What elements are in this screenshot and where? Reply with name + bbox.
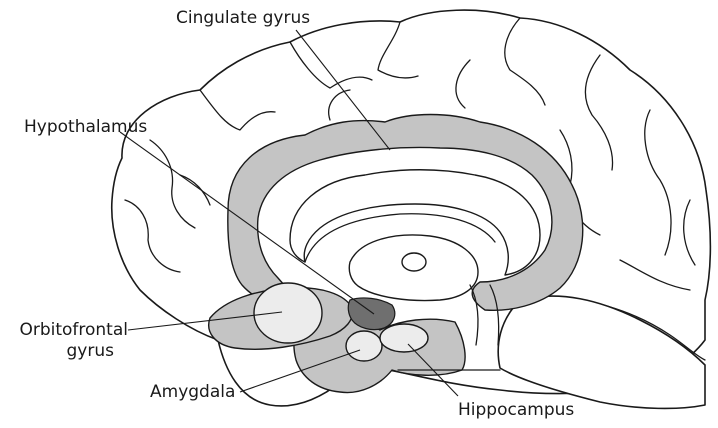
amygdala bbox=[346, 331, 382, 361]
hippocampus-label: Hippocampus bbox=[458, 400, 574, 420]
amygdala-label: Amygdala bbox=[150, 382, 235, 402]
hypothalamus-label: Hypothalamus bbox=[24, 117, 147, 137]
interthalamic-adhesion bbox=[402, 253, 426, 271]
orbitofrontal-gyrus-highlight bbox=[254, 283, 322, 343]
orbitofrontal-label-line1: Orbitofrontal bbox=[8, 320, 128, 340]
orbitofrontal-label-line2: gyrus bbox=[8, 341, 114, 361]
hippocampus bbox=[380, 324, 428, 352]
cingulate-gyrus-label: Cingulate gyrus bbox=[176, 8, 310, 28]
